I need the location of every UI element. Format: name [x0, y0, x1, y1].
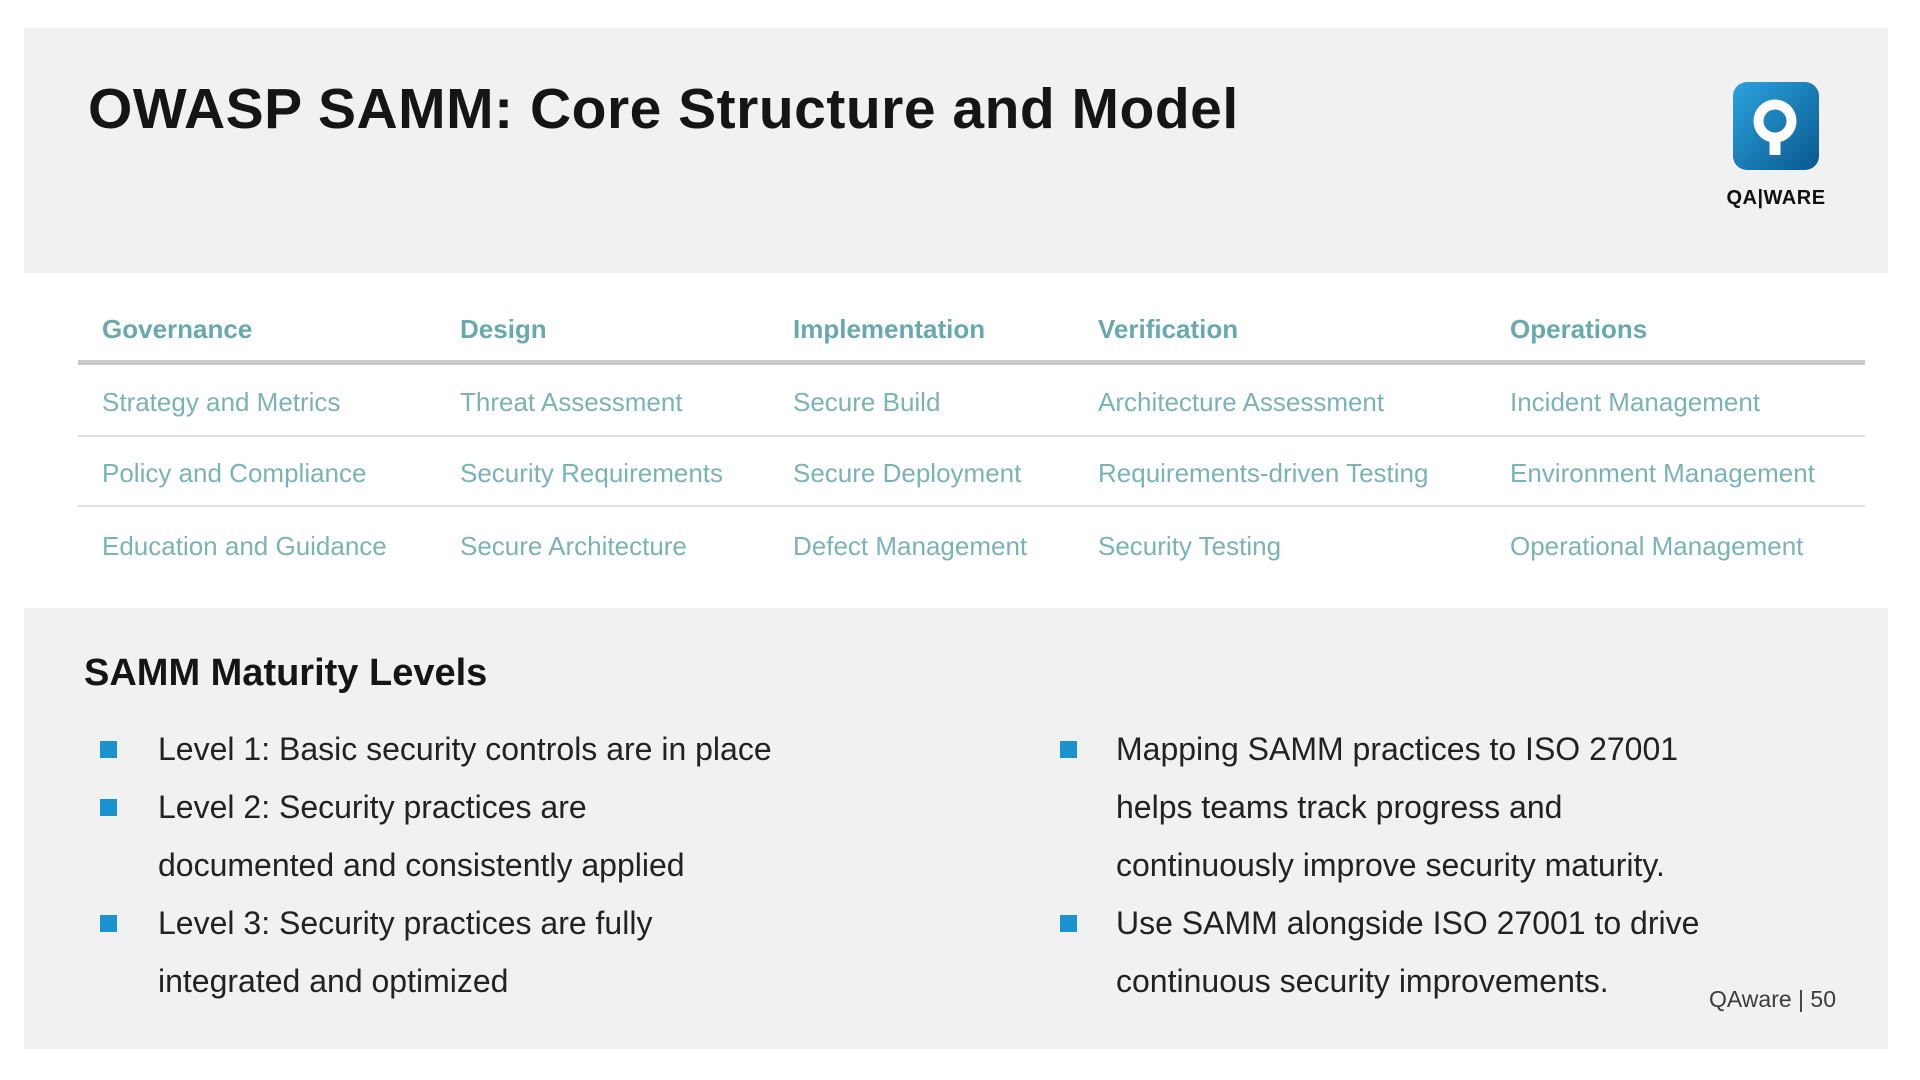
bullet-line: continuously improve security maturity. — [1116, 847, 1665, 883]
table-cell: Requirements-driven Testing — [1098, 458, 1429, 488]
qaware-logo: QA|WARE — [1718, 82, 1834, 210]
column-header-governance: Governance — [102, 314, 253, 344]
list-item: Level 1: Basic security controls are in … — [100, 720, 772, 778]
table-row: Policy and Compliance Security Requireme… — [78, 437, 1865, 507]
qaware-q-icon — [1733, 82, 1819, 170]
bullet-line: integrated and optimized — [158, 963, 509, 999]
table-cell: Security Requirements — [460, 458, 723, 488]
slide-header-band: OWASP SAMM: Core Structure and Model QA|… — [24, 28, 1888, 273]
table-cell: Defect Management — [793, 531, 1028, 561]
bullet-line: helps teams track progress and — [1116, 789, 1563, 825]
bullet-line: Level 2: Security practices are — [158, 789, 587, 825]
bullet-line: Level 3: Security practices are fully — [158, 905, 653, 941]
samm-practice-table-section: Governance Design Implementation Verific… — [0, 273, 1920, 608]
list-item: Mapping SAMM practices to ISO 27001 help… — [1060, 720, 1699, 894]
table-cell: Operational Management — [1510, 531, 1804, 561]
column-header-design: Design — [460, 314, 547, 344]
maturity-bullet-list-right: Mapping SAMM practices to ISO 27001 help… — [1060, 720, 1699, 1010]
list-item: Level 2: Security practices are document… — [100, 778, 772, 894]
list-item: Level 3: Security practices are fully in… — [100, 894, 772, 1010]
table-cell: Environment Management — [1510, 458, 1815, 488]
maturity-heading: SAMM Maturity Levels — [84, 652, 488, 694]
table-cell: Strategy and Metrics — [102, 387, 341, 417]
table-row: Strategy and Metrics Threat Assessment S… — [78, 365, 1865, 437]
bullet-square-icon — [100, 915, 117, 932]
bullet-line: Mapping SAMM practices to ISO 27001 — [1116, 731, 1679, 767]
bullet-line: Level 1: Basic security controls are in … — [158, 731, 772, 767]
table-cell: Secure Deployment — [793, 458, 1022, 488]
table-cell: Secure Build — [793, 387, 941, 417]
bullet-line: Use SAMM alongside ISO 27001 to drive — [1116, 905, 1700, 941]
table-cell: Incident Management — [1510, 387, 1761, 417]
table-row: Education and Guidance Secure Architectu… — [78, 507, 1865, 581]
qaware-wordmark: QA|WARE — [1726, 187, 1826, 209]
bullet-line: continuous security improvements. — [1116, 963, 1609, 999]
table-cell: Policy and Compliance — [102, 458, 367, 488]
maturity-section: SAMM Maturity Levels Level 1: Basic secu… — [24, 608, 1888, 1049]
table-cell: Security Testing — [1098, 531, 1282, 561]
page-number-footer: QAware | 50 — [1708, 986, 1836, 1012]
bullet-square-icon — [100, 799, 117, 816]
bullet-square-icon — [100, 741, 117, 758]
table-cell: Threat Assessment — [460, 387, 683, 417]
column-header-operations: Operations — [1510, 314, 1648, 344]
table-header-row: Governance Design Implementation Verific… — [78, 273, 1865, 365]
table-cell: Architecture Assessment — [1098, 387, 1385, 417]
list-item: Use SAMM alongside ISO 27001 to drive co… — [1060, 894, 1699, 1010]
table-cell: Secure Architecture — [460, 531, 687, 561]
bullet-line: documented and consistently applied — [158, 847, 685, 883]
column-header-implementation: Implementation — [793, 314, 986, 344]
samm-practice-table: Governance Design Implementation Verific… — [78, 273, 1865, 581]
maturity-bullet-list-left: Level 1: Basic security controls are in … — [100, 720, 772, 1010]
bullet-square-icon — [1060, 741, 1077, 758]
bullet-square-icon — [1060, 915, 1077, 932]
column-header-verification: Verification — [1098, 314, 1239, 344]
slide-title: OWASP SAMM: Core Structure and Model — [88, 77, 1239, 141]
table-cell: Education and Guidance — [102, 531, 387, 561]
